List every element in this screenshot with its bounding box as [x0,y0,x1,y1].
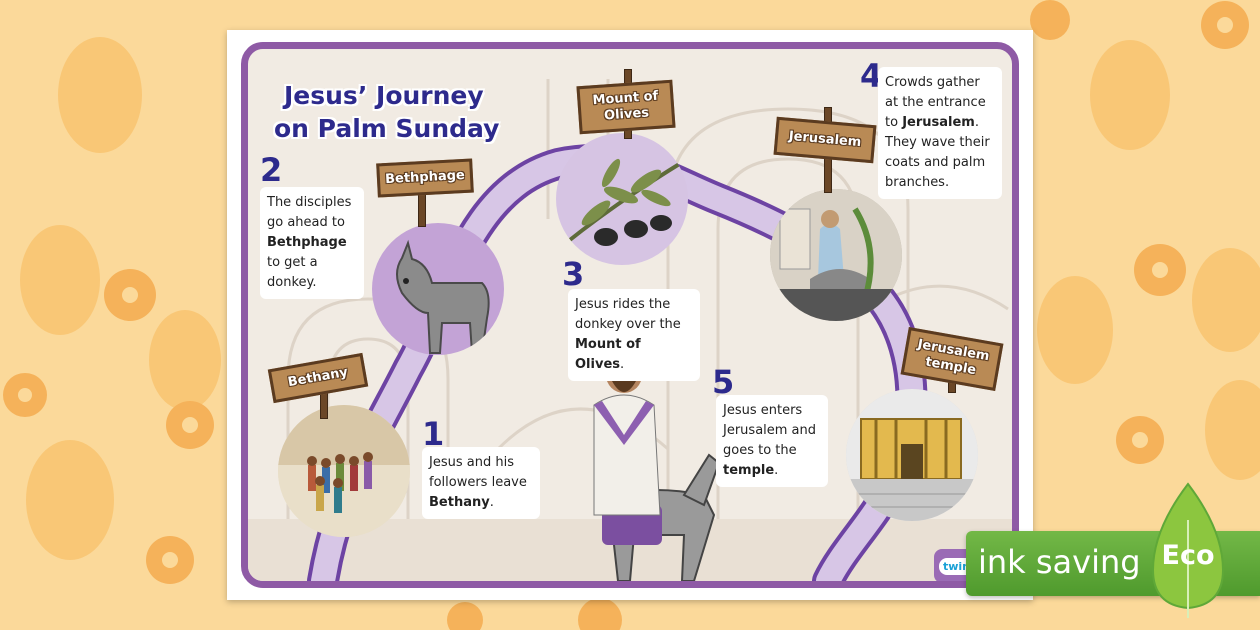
step-4-bold: Jerusalem [902,115,975,130]
step-5-note: Jesus enters Jerusalem and goes to the t… [716,395,828,487]
step-4-number: 4 [860,57,883,95]
bethany-sign-label: Bethany [286,364,350,391]
followers-group-icon [307,452,373,513]
ink-saving-label: ink saving [978,543,1141,581]
bethphage-sign: Bethphage [376,158,474,198]
jerusalem-illustration [770,189,902,321]
crowd-palm-icon [770,189,902,321]
egg-shapes [20,37,1260,560]
poster: Jesus’ Journey on Palm Sunday [227,30,1033,600]
step-5-bold: temple [723,463,775,478]
title-line-2: on Palm Sunday [274,114,500,143]
eco-label: Eco [1161,540,1215,571]
olives-illustration [556,133,688,265]
temple-icon [846,389,978,521]
mount-of-olives-sign: Mount of Olives [576,79,676,135]
temple-illustration [846,389,978,521]
poster-frame: Jesus’ Journey on Palm Sunday [241,42,1019,588]
donkey-illustration [372,223,504,355]
step-1-bold: Bethany [429,495,490,510]
step-2-bold: Bethphage [267,235,347,250]
step-3-number: 3 [562,255,585,293]
mount-sign-line-2: Olives [603,105,650,124]
jerusalem-sign-label: Jerusalem [788,128,862,151]
step-1-number: 1 [422,415,445,453]
donkey-icon [396,239,490,354]
bethphage-sign-label: Bethphage [384,167,466,188]
step-3-note: Jesus rides the donkey over the Mount of… [568,289,700,381]
title-line-1: Jesus’ Journey [284,81,484,110]
step-3-bold: Mount of Olives [575,337,641,372]
step-2-note: The disciples go ahead to Bethphage to g… [260,187,364,299]
poster-title: Jesus’ Journey on Palm Sunday [274,79,524,145]
step-4-note: Crowds gather at the entrance to Jerusal… [878,67,1002,199]
bethany-illustration [278,405,410,537]
step-2-number: 2 [260,151,283,189]
leaf-icon [1151,482,1225,618]
step-5-number: 5 [712,363,735,401]
step-1-note: Jesus and his followers leave Bethany. [422,447,540,519]
olive-branch-icon [564,158,683,246]
